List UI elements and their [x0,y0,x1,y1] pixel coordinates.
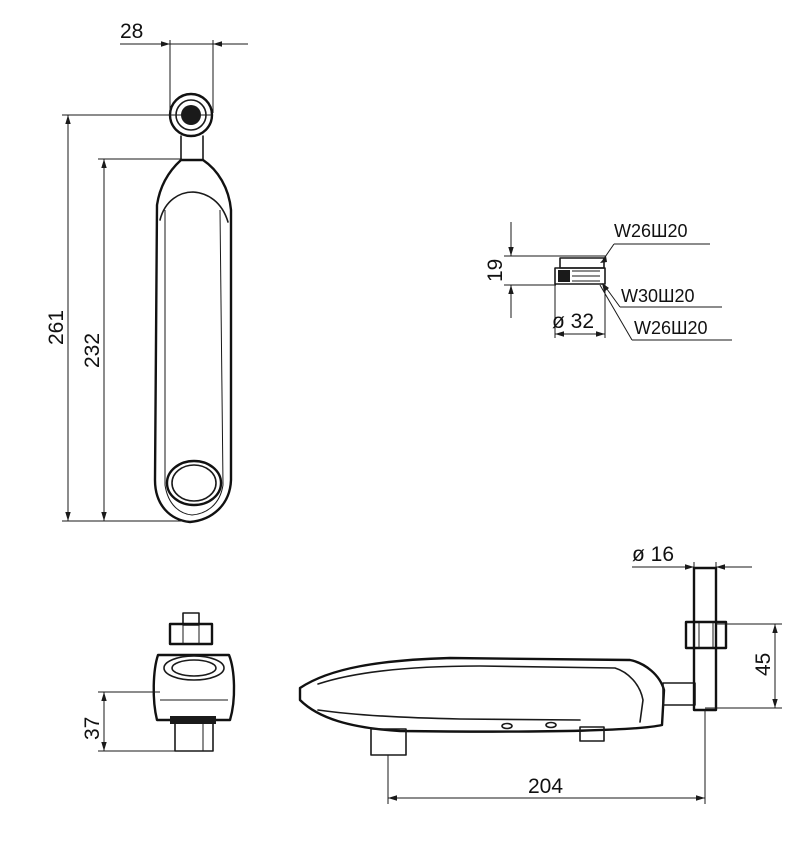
front-view-connector-pipe [662,682,696,706]
side-view-body [152,653,236,722]
thread-lower-label: W26Ш20 [634,318,708,338]
side-view: 37 [81,612,236,752]
dim-232-label: 232 [81,333,104,368]
top-view-body-inner [159,191,229,223]
thread-middle-label: W30Ш20 [621,286,695,306]
side-view-opening-outer [163,655,225,681]
top-view-outlet-outer [165,459,223,507]
side-view-opening-inner [171,659,217,677]
fitting-hatch [558,270,570,282]
dim-28-label: 28 [120,20,143,43]
side-view-bottom-stub [174,722,214,752]
front-view-hole-2 [545,721,557,729]
top-view: 28 261 232 [45,20,248,524]
top-view-body-ridge [164,209,224,516]
front-view-hole-1 [501,722,513,730]
fitting-detail: W26Ш20 W30Ш20 W26Ш20 19 ø 32 [484,221,732,341]
front-view-pipe-nut [684,620,728,650]
top-view-outlet-inner [171,464,217,502]
fitting-top-cap [559,257,605,269]
top-view-body-outline [153,158,233,524]
dim-204-label: 204 [528,775,563,798]
dim-37-label: 37 [81,717,104,740]
thread-upper-label: W26Ш20 [614,221,688,241]
dim-45-label: 45 [752,653,775,676]
side-view-nut [168,622,214,646]
fitting-body [554,267,606,285]
dim-19-label: 19 [484,259,507,282]
front-view-body-base [317,709,581,721]
front-view-body [298,656,666,733]
front-view-bottom-stub [370,728,407,756]
side-view-outlet-hatch [170,716,216,724]
top-view-neck [180,135,204,161]
dim-diameter-32-label: ø 32 [552,310,594,333]
dim-261-label: 261 [45,310,68,345]
front-view-body-inner [317,665,644,723]
front-view: ø 16 45 204 [298,543,782,804]
front-view-small-nut [579,726,605,742]
dim-diameter-16-label: ø 16 [632,543,674,566]
